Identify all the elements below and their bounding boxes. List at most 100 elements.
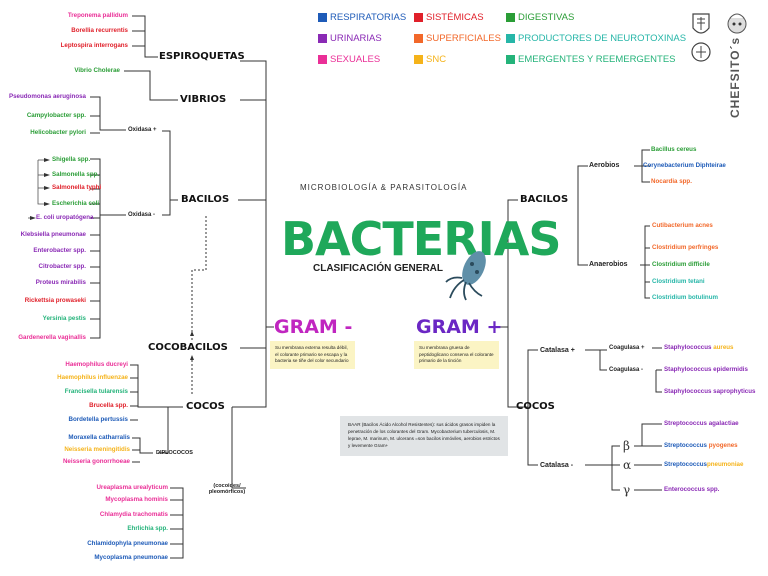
leaf-staph-epidermidis: Staphylococcus epidermidis bbox=[664, 366, 748, 373]
legend-square-icon bbox=[414, 34, 423, 43]
legend-square-icon bbox=[506, 13, 515, 22]
legend-square-icon bbox=[318, 55, 327, 64]
legend-square-icon bbox=[414, 55, 423, 64]
gram-positive-note: Su membrana gruesa de peptidoglicano con… bbox=[414, 341, 499, 369]
leaf-chlamidophyla: Chlamidophyla pneumonae bbox=[87, 540, 168, 547]
legend-superficiales: SUPERFICIALES bbox=[414, 33, 501, 44]
legend-label: DIGESTIVAS bbox=[518, 12, 575, 23]
leaf-staph-aureus: Staphylococcus aureus bbox=[664, 344, 734, 351]
bacteria-illustration-icon bbox=[444, 246, 492, 302]
leaf-salmonella-typhi: Salmonella typhi bbox=[52, 184, 102, 191]
leaf-citrobacter: Citrobacter spp. bbox=[38, 263, 86, 270]
legend-snc: SNC bbox=[414, 54, 446, 65]
legend-label: RESPIRATORIAS bbox=[330, 12, 407, 23]
legend-urinarias: URINARIAS bbox=[318, 33, 382, 44]
leaf-ecoli: Escherichia coli bbox=[52, 200, 100, 207]
leaf-campylobacter: Campylobacter spp. bbox=[26, 112, 86, 119]
leaf-staph-saprophyticus: Staphylococcus saprophyticus bbox=[664, 388, 756, 395]
leaf-bacillus-cereus: Bacillus cereus bbox=[651, 146, 697, 153]
node-bacilos-neg: BACILOS bbox=[181, 194, 230, 205]
node-vibrios: VIBRIOS bbox=[180, 94, 227, 105]
leaf-haemophilus-ducreyi: Haemophilus ducreyi bbox=[65, 361, 128, 368]
leaf-strep-pneumoniae: Streptococcuspneumoniae bbox=[664, 461, 744, 468]
leaf-klebsiella: Klebsiella pneumonae bbox=[20, 231, 86, 238]
leaf-mycoplasma-pneumonae: Mycoplasma pneumonae bbox=[94, 554, 168, 561]
leaf-enterococcus: Enterococcus spp. bbox=[664, 486, 720, 493]
anaerobios-label: Anaerobios bbox=[589, 261, 628, 268]
leaf-bordetella: Bordetella pertussis bbox=[68, 416, 129, 423]
leaf-salmonella: Salmonella spp. bbox=[52, 171, 100, 178]
leaf-yersinia: Yersinia pestis bbox=[42, 315, 86, 322]
cocoides-label: (cocoides/ pleomórficos) bbox=[208, 483, 246, 495]
leaf-neisseria-meningitidis: Neisseria meningitidis bbox=[64, 446, 130, 453]
faculty-crest-icon bbox=[691, 40, 711, 64]
legend-square-icon bbox=[414, 13, 423, 22]
alpha-hemolysis-label: α bbox=[623, 458, 632, 472]
gamma-hemolysis-label: γ bbox=[623, 483, 631, 497]
legend-emergentes: EMERGENTES Y REEMERGENTES bbox=[506, 54, 676, 65]
leaf-corynebacterium: Corynebacterium Diphteirae bbox=[643, 162, 726, 169]
legend-label: SISTÉMICAS bbox=[426, 12, 484, 23]
leaf-brucella: Brucella spp. bbox=[89, 402, 128, 409]
legend-square-icon bbox=[318, 13, 327, 22]
legend-label: EMERGENTES Y REEMERGENTES bbox=[518, 54, 676, 65]
leaf-haemophilus-influenzae: Haemophilus influenzae bbox=[57, 374, 128, 381]
oxidasa-pos: Oxidasa + bbox=[128, 127, 157, 133]
leaf-treponema: Treponema pallidum bbox=[67, 12, 128, 19]
node-cocobacilos: COCOBACILOS bbox=[148, 342, 228, 353]
leaf-ehrlichia: Ehrlichia spp. bbox=[127, 525, 168, 532]
coagulasa-pos-label: Coagulasa + bbox=[609, 345, 645, 351]
leaf-francisella: Francisella tularensis bbox=[64, 388, 128, 395]
leaf-borrelia: Borellia recurrentis bbox=[71, 27, 128, 34]
catalasa-neg-label: Catalasa - bbox=[540, 462, 574, 469]
node-cocos-neg: COCOS bbox=[186, 401, 225, 412]
leaf-nocardia: Nocardia spp. bbox=[651, 178, 692, 185]
beta-hemolysis-label: β bbox=[623, 439, 630, 453]
chef-logo-icon bbox=[724, 10, 750, 36]
leaf-mycoplasma-hominis: Mycoplasma hominis bbox=[105, 496, 168, 503]
page-title: BACTERIAS bbox=[281, 212, 561, 266]
leaf-clostridium-tetani: Clostridium tetani bbox=[652, 278, 705, 285]
legend-label: SUPERFICIALES bbox=[426, 33, 501, 44]
baar-note: BAAR (Bacilos Ácido Alcohol Resistentes)… bbox=[340, 416, 508, 456]
leaf-clostridium-perfringes: Clostridium perfringes bbox=[652, 244, 719, 251]
catalasa-pos-label: Catalasa + bbox=[540, 347, 575, 354]
coagulasa-neg-label: Coagulasa - bbox=[609, 367, 644, 373]
legend-label: SEXUALES bbox=[330, 54, 381, 65]
legend-neurotoxinas: PRODUCTORES DE NEUROTOXINAS bbox=[506, 33, 686, 44]
page-subtitle: CLASIFICACIÓN GENERAL bbox=[313, 263, 443, 274]
legend-label: PRODUCTORES DE NEUROTOXINAS bbox=[518, 33, 687, 44]
leaf-shigella: Shigella spp. bbox=[52, 156, 91, 163]
brand-name: CHEFSITO´s bbox=[728, 36, 742, 118]
leaf-enterobacter: Enterobacter spp. bbox=[33, 247, 86, 254]
leaf-strep-agalactiae: Streptococcus agalactiae bbox=[664, 420, 739, 427]
leaf-pseudomonas: Pseudomonas aeruginosa bbox=[8, 93, 86, 100]
university-crest-icon bbox=[691, 12, 711, 38]
leaf-cutibacterium: Cutibacterium acnes bbox=[652, 222, 713, 229]
leaf-ureaplasma: Ureaplasma urealyticum bbox=[96, 484, 168, 491]
oxidasa-neg: Oxidasa - bbox=[128, 212, 156, 218]
legend-sexuales: SEXUALES bbox=[318, 54, 380, 65]
course-subtitle: MICROBIOLOGÍA & PARASITOLOGÍA bbox=[300, 183, 468, 192]
gram-negative-label: GRAM - bbox=[274, 316, 353, 338]
leaf-vibrio: Vibrio Cholerae bbox=[74, 67, 120, 74]
node-bacilos-pos: BACILOS bbox=[520, 194, 569, 205]
legend-square-icon bbox=[506, 34, 515, 43]
legend-digestivas: DIGESTIVAS bbox=[506, 12, 574, 23]
legend-label: SNC bbox=[426, 54, 447, 65]
leaf-chlamydia: Chlamydia trachomatis bbox=[99, 511, 168, 518]
leaf-moraxella: Moraxella catharralis bbox=[68, 434, 130, 441]
leaf-rickettsia: Rickettsia prowaseki bbox=[24, 297, 86, 304]
legend-label: URINARIAS bbox=[330, 33, 382, 44]
leaf-proteus: Proteus mirabilis bbox=[35, 279, 86, 286]
leaf-clostridium-difficile: Clostridium difficile bbox=[652, 261, 710, 268]
diplococos-label: DIPLOCOCOS bbox=[156, 450, 193, 456]
gram-positive-label: GRAM + bbox=[416, 316, 503, 338]
leaf-leptospira: Leptospira interrogans bbox=[60, 42, 128, 49]
leaf-gardnerella: Gardenerella vaginallis bbox=[18, 334, 86, 341]
legend-sistemicas: SISTÉMICAS bbox=[414, 12, 484, 23]
gram-negative-note: Su membrana externa resulta débil, el co… bbox=[270, 341, 355, 369]
legend-square-icon bbox=[506, 55, 515, 64]
leaf-neisseria-gonorrhoeae: Neisseria gonorrhoeae bbox=[62, 458, 130, 465]
